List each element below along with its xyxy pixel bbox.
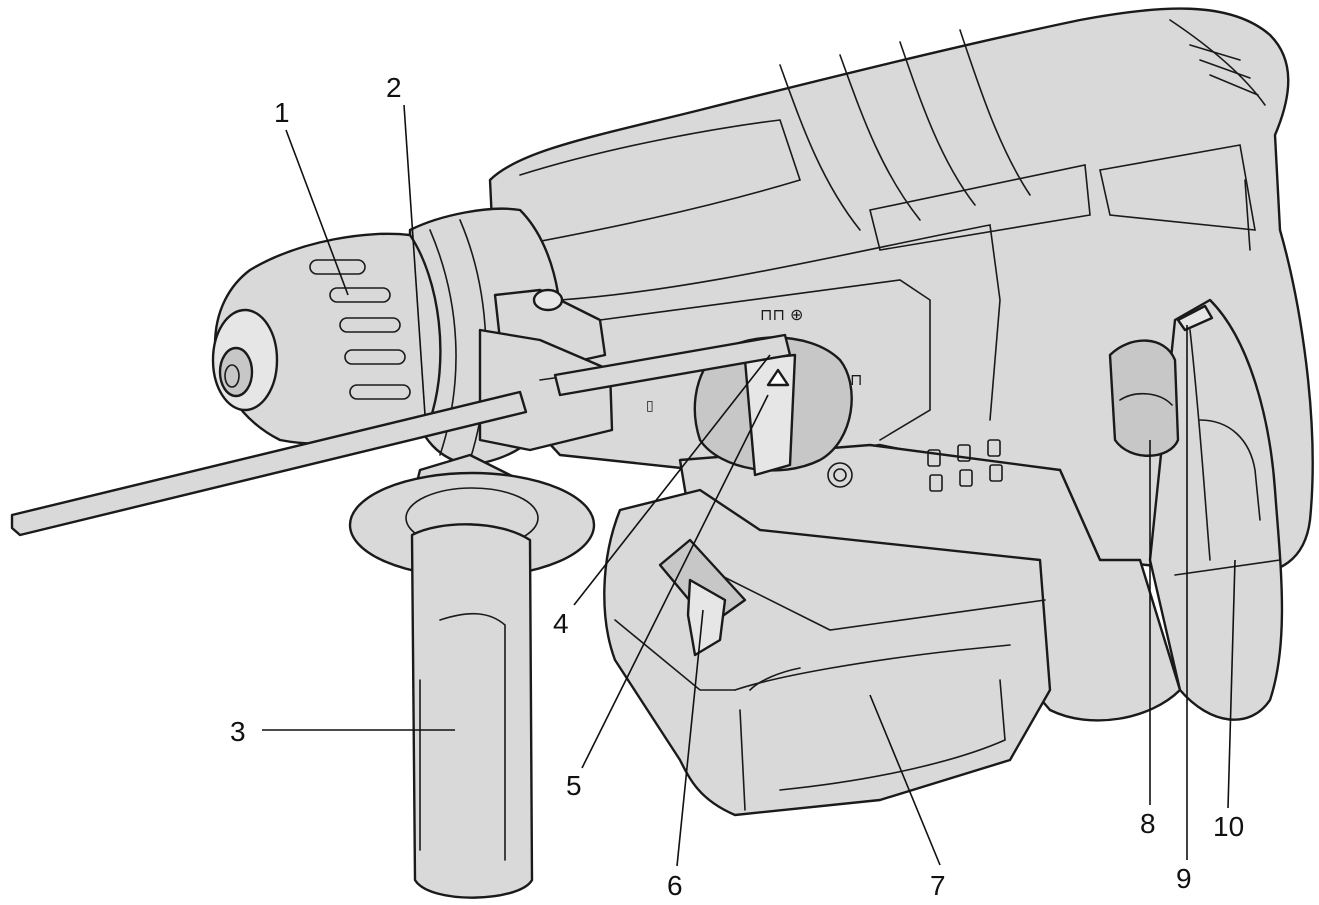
auxiliary-handle <box>348 453 596 899</box>
depth-stop-bracket <box>478 288 614 452</box>
callout-8: 8 <box>1140 808 1156 839</box>
leader-5 <box>581 394 769 769</box>
svg-text:⊓: ⊓ <box>850 370 862 389</box>
function-selector: ⊓⊓ ⊕ ⊓ ▯ <box>646 305 862 477</box>
svg-text:⊓⊓ ⊕: ⊓⊓ ⊕ <box>760 305 803 324</box>
rear-handle <box>1148 298 1284 721</box>
tool-chuck <box>211 232 442 446</box>
trigger-switch <box>1108 339 1180 457</box>
chuck-grip-ribs <box>309 259 411 400</box>
rotation-switch <box>1176 304 1214 332</box>
callout-1: 1 <box>274 97 290 128</box>
leader-2 <box>403 104 426 416</box>
callout-6: 6 <box>667 870 683 901</box>
callout-2: 2 <box>386 72 402 103</box>
motor-housing <box>488 7 1314 577</box>
callout-4: 4 <box>553 608 569 639</box>
leader-1 <box>285 129 349 296</box>
leader-7 <box>869 694 941 866</box>
callout-7: 7 <box>930 870 946 901</box>
leader-lines <box>262 104 1236 867</box>
vent-slots <box>927 439 1003 492</box>
leader-4 <box>573 354 771 606</box>
svg-text:▯: ▯ <box>646 398 654 414</box>
depth-stop-rod <box>553 333 792 397</box>
callout-10: 10 <box>1213 811 1244 842</box>
leader-10 <box>1227 559 1236 809</box>
callout-9: 9 <box>1176 863 1192 894</box>
drill-bit <box>10 390 528 537</box>
battery-release-button <box>658 538 747 657</box>
leader-6 <box>676 609 704 867</box>
callout-labels: 1 2 3 4 5 6 7 8 9 10 <box>230 72 1244 901</box>
callout-5: 5 <box>566 770 582 801</box>
callout-3: 3 <box>230 716 246 747</box>
